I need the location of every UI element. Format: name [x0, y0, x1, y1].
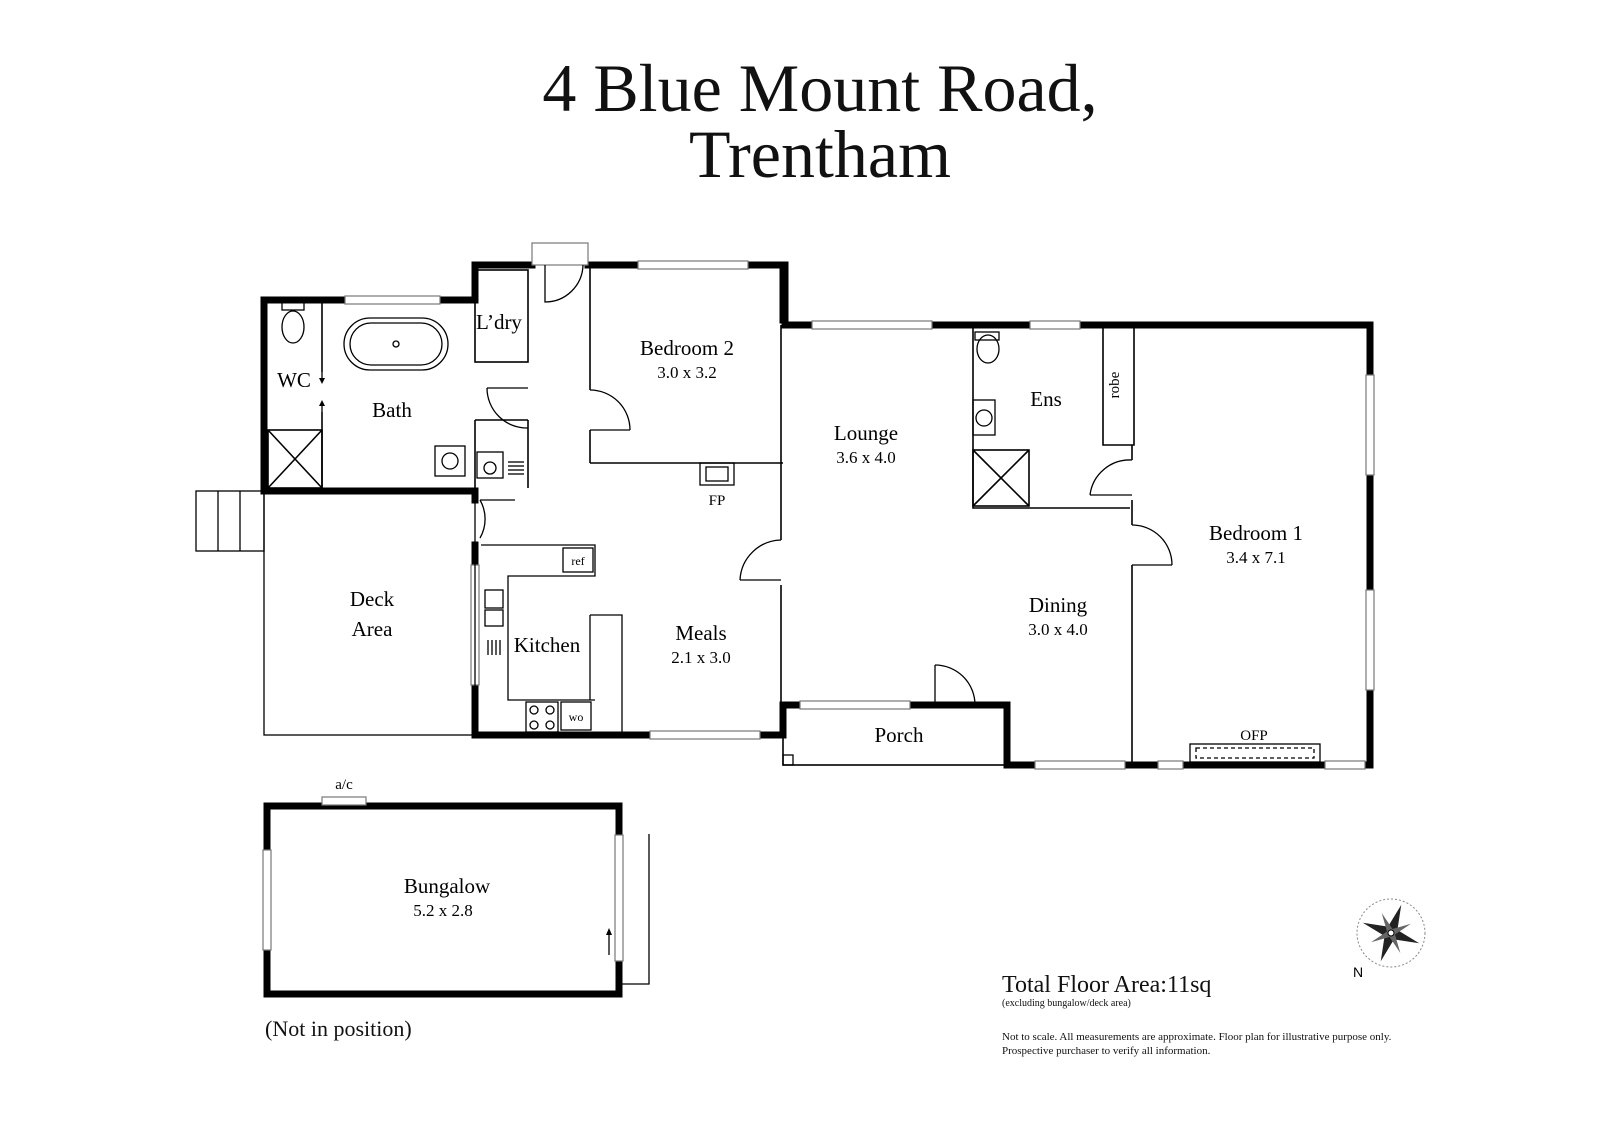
room-label-dining: Dining: [1029, 593, 1088, 617]
room-label-ensuite: Ens: [1030, 387, 1062, 411]
room-label-lounge: Lounge: [834, 421, 898, 445]
fixtures: [195, 301, 1321, 763]
open-fireplace-label: OFP: [1240, 728, 1268, 744]
room-label-porch: Porch: [875, 723, 924, 747]
fixture-labels: FP OFP ref wo a/c N: [335, 493, 1363, 980]
windows: [344, 260, 1375, 770]
exterior-walls: [260, 261, 1374, 769]
room-label-bedroom1: Bedroom 1: [1209, 521, 1303, 545]
room-dims-bedroom2: 3.0 x 3.2: [657, 363, 717, 382]
room-label-bungalow: Bungalow: [404, 874, 491, 898]
room-label-bedroom2: Bedroom 2: [640, 336, 734, 360]
room-label-laundry: L’dry: [476, 310, 522, 334]
room-dims-lounge: 3.6 x 4.0: [836, 448, 896, 467]
room-label-bath: Bath: [372, 398, 412, 422]
property-title-line1: 4 Blue Mount Road,: [542, 50, 1098, 126]
property-title-line2: Trentham: [689, 116, 951, 192]
doors: [479, 242, 1173, 706]
room-label-robe: robe: [1107, 371, 1123, 398]
compass-rose-icon: [1356, 898, 1426, 968]
room-dims-meals: 2.1 x 3.0: [671, 648, 731, 667]
disclaimer-line2: Prospective purchaser to verify all info…: [1002, 1045, 1211, 1057]
compass-north-label: N: [1353, 964, 1363, 980]
room-dims-bungalow: 5.2 x 2.8: [413, 901, 473, 920]
room-label-kitchen: Kitchen: [514, 633, 581, 657]
total-floor-area-note: (excluding bungalow/deck area): [1002, 998, 1131, 1009]
room-dims-dining: 3.0 x 4.0: [1028, 620, 1088, 639]
room-dims-bedroom1: 3.4 x 7.1: [1226, 548, 1286, 567]
room-label-meals: Meals: [675, 621, 726, 645]
interior-walls: [267, 261, 1135, 766]
room-labels: Bedroom 2 3.0 x 3.2 Lounge 3.6 x 4.0 Ens…: [277, 310, 1303, 920]
fireplace-label: FP: [709, 493, 726, 509]
fridge-label: ref: [571, 554, 584, 568]
total-floor-area: Total Floor Area:11sq: [1002, 972, 1212, 998]
room-label-deck-line2: Area: [352, 617, 393, 641]
wall-oven-label: wo: [569, 710, 584, 724]
air-conditioner-label: a/c: [335, 777, 353, 793]
disclaimer-line1: Not to scale. All measurements are appro…: [1002, 1031, 1392, 1043]
room-label-wc: WC: [277, 368, 311, 392]
bungalow-building: [262, 796, 650, 998]
not-in-position-note: (Not in position): [265, 1016, 412, 1041]
room-label-deck-line1: Deck: [350, 587, 395, 611]
